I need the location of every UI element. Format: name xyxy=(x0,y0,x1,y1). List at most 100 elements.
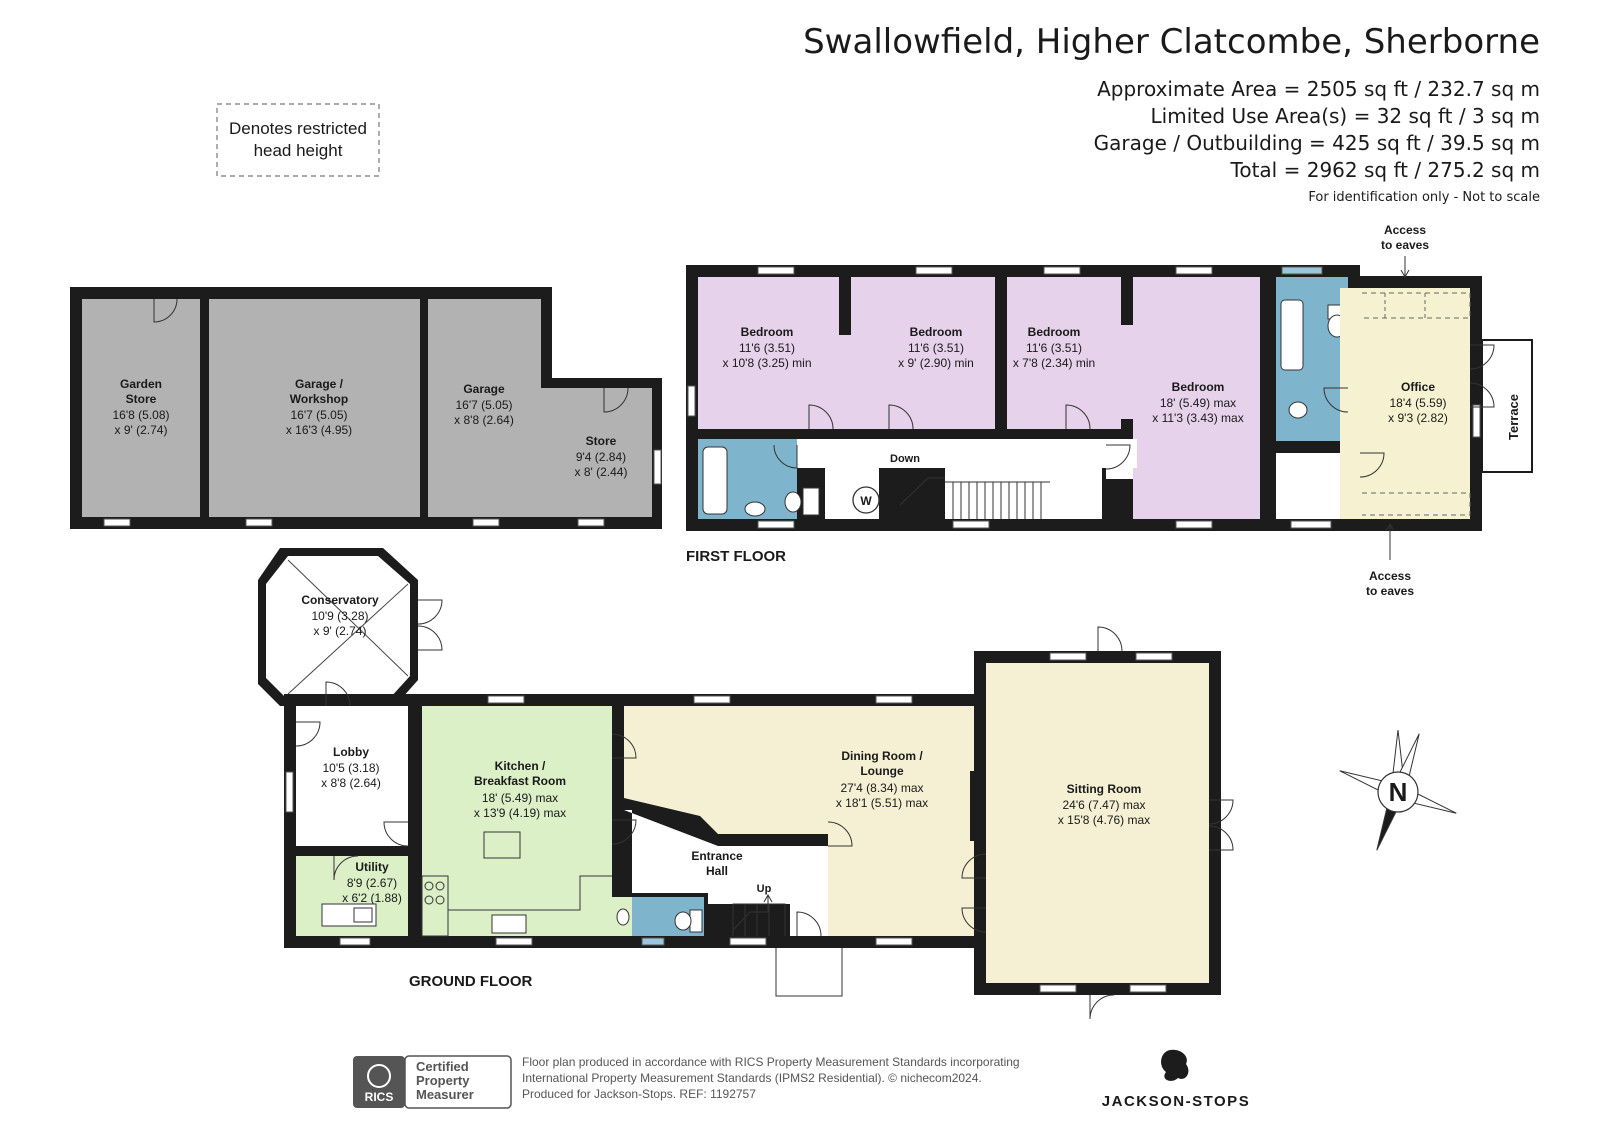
svg-text:Utility: Utility xyxy=(355,860,389,874)
svg-text:11'6 (3.51)x 7'8 (2.34) min: 11'6 (3.51)x 7'8 (2.34) min xyxy=(1013,341,1095,370)
lobby-label: Lobby 10'5 (3.18)x 8'8 (2.64) xyxy=(321,745,381,790)
office-room xyxy=(1360,288,1470,519)
ground-floor-heading: GROUND FLOOR xyxy=(409,973,532,990)
garage-workshop-dims: 16'7 (5.05)x 16'3 (4.95) xyxy=(286,408,352,437)
bedroom-3-room xyxy=(1007,277,1121,429)
bedroom-4-room xyxy=(1133,277,1260,519)
area-total: Total = 2962 sq ft / 275.2 sq m xyxy=(1230,158,1540,182)
store-room xyxy=(551,388,652,517)
stairs-up-label: Up xyxy=(757,883,772,895)
sitting-room xyxy=(986,663,1209,983)
garage-name: Garage xyxy=(463,382,505,396)
compass-rose-icon: N xyxy=(1339,729,1457,851)
first-floor-plan: W Terrace xyxy=(686,223,1533,598)
terrace-label: Terrace xyxy=(1506,394,1521,440)
bedroom-3-label: Bedroom 11'6 (3.51)x 7'8 (2.34) min xyxy=(1013,325,1095,370)
svg-text:Dining Room /Lounge: Dining Room /Lounge xyxy=(841,749,923,778)
svg-text:Sitting Room: Sitting Room xyxy=(1067,782,1142,796)
ground-floor-plan: Conservatory 10'9 (3.28)x 9' (2.74) Lobb… xyxy=(258,548,1234,1020)
conservatory-label: Conservatory 10'9 (3.28)x 9' (2.74) xyxy=(301,593,379,638)
stairs-down-label: Down xyxy=(890,453,920,465)
bedroom-1-label: Bedroom 11'6 (3.51)x 10'8 (3.25) min xyxy=(723,325,812,370)
svg-text:Lobby: Lobby xyxy=(333,745,369,759)
conservatory-room xyxy=(266,556,410,698)
store-name: Store xyxy=(586,434,617,448)
garage-workshop-name: Garage /Workshop xyxy=(290,377,348,406)
svg-text:Bedroom: Bedroom xyxy=(741,325,794,339)
water-heater-label: W xyxy=(860,494,872,508)
plan-title: Swallowfield, Higher Clatcombe, Sherborn… xyxy=(803,22,1540,62)
svg-text:Bedroom: Bedroom xyxy=(1172,380,1225,394)
garden-store-room xyxy=(82,299,200,517)
rics-text: RICS xyxy=(365,1090,394,1104)
svg-text:Conservatory: Conservatory xyxy=(301,593,379,607)
svg-text:10'5 (3.18)x 8'8 (2.64): 10'5 (3.18)x 8'8 (2.64) xyxy=(321,761,381,790)
kitchen-breakfast-room xyxy=(422,706,612,936)
svg-text:18'4 (5.59)x 9'3 (2.82): 18'4 (5.59)x 9'3 (2.82) xyxy=(1388,396,1448,425)
bedroom-1-room xyxy=(698,277,839,429)
lobby-room xyxy=(296,706,408,846)
garden-store-dims: 16'8 (5.08)x 9' (2.74) xyxy=(113,408,170,437)
bedroom-2-room xyxy=(851,277,995,429)
rics-logo: RICS xyxy=(353,1056,405,1108)
garage-room xyxy=(428,299,541,517)
area-limited-use: Limited Use Area(s) = 32 sq ft / 3 sq m xyxy=(1150,104,1540,128)
svg-text:Bedroom: Bedroom xyxy=(1028,325,1081,339)
garage-dims: 16'7 (5.05)x 8'8 (2.64) xyxy=(454,398,514,427)
garage-workshop-room xyxy=(209,299,420,517)
area-approx: Approximate Area = 2505 sq ft / 232.7 sq… xyxy=(1097,77,1540,101)
landing xyxy=(797,439,1137,468)
svg-text:Bedroom: Bedroom xyxy=(910,325,963,339)
store-dims: 9'4 (2.84)x 8' (2.44) xyxy=(575,450,628,479)
terrace xyxy=(1481,339,1533,473)
compass-north-label: N xyxy=(1389,777,1408,807)
jackson-stops-logo: JACKSON-STOPS xyxy=(1102,1049,1250,1110)
rics-lion-icon xyxy=(367,1064,391,1088)
svg-text:11'6 (3.51)x 9' (2.90) min: 11'6 (3.51)x 9' (2.90) min xyxy=(898,341,974,370)
jackson-stops-wordmark: JACKSON-STOPS xyxy=(1102,1093,1250,1110)
legend-line-2: head height xyxy=(254,141,343,160)
utility-label: Utility 8'9 (2.67)x 6'2 (1.88) xyxy=(342,860,402,905)
legend-line-1: Denotes restricted xyxy=(229,119,367,138)
dining-room-lounge xyxy=(624,706,974,936)
area-garage-outbuilding: Garage / Outbuilding = 425 sq ft / 39.5 … xyxy=(1093,131,1540,155)
first-floor-stairs xyxy=(899,477,1050,519)
svg-text:Office: Office xyxy=(1401,380,1435,394)
svg-text:Kitchen /Breakfast Room: Kitchen /Breakfast Room xyxy=(474,759,566,788)
identification-note: For identification only - Not to scale xyxy=(1308,190,1540,205)
svg-text:11'6 (3.51)x 10'8 (3.25) min: 11'6 (3.51)x 10'8 (3.25) min xyxy=(723,341,812,370)
first-floor-heading: FIRST FLOOR xyxy=(686,548,786,565)
svg-text:10'9 (3.28)x 9' (2.74): 10'9 (3.28)x 9' (2.74) xyxy=(312,609,369,638)
entrance-hall xyxy=(624,810,828,936)
jackson-stops-emblem-icon xyxy=(1161,1049,1189,1081)
svg-text:8'9 (2.67)x 6'2 (1.88): 8'9 (2.67)x 6'2 (1.88) xyxy=(342,876,402,905)
water-heater-icon xyxy=(852,486,880,514)
store-label: Store 9'4 (2.84)x 8' (2.44) xyxy=(575,434,628,479)
office-label: Office 18'4 (5.59)x 9'3 (2.82) xyxy=(1388,380,1448,425)
garage-workshop-label: Garage /Workshop 16'7 (5.05)x 16'3 (4.95… xyxy=(286,377,352,437)
ground-floor-stairs xyxy=(732,893,786,936)
restricted-height-legend: Denotes restricted head height xyxy=(216,103,380,177)
